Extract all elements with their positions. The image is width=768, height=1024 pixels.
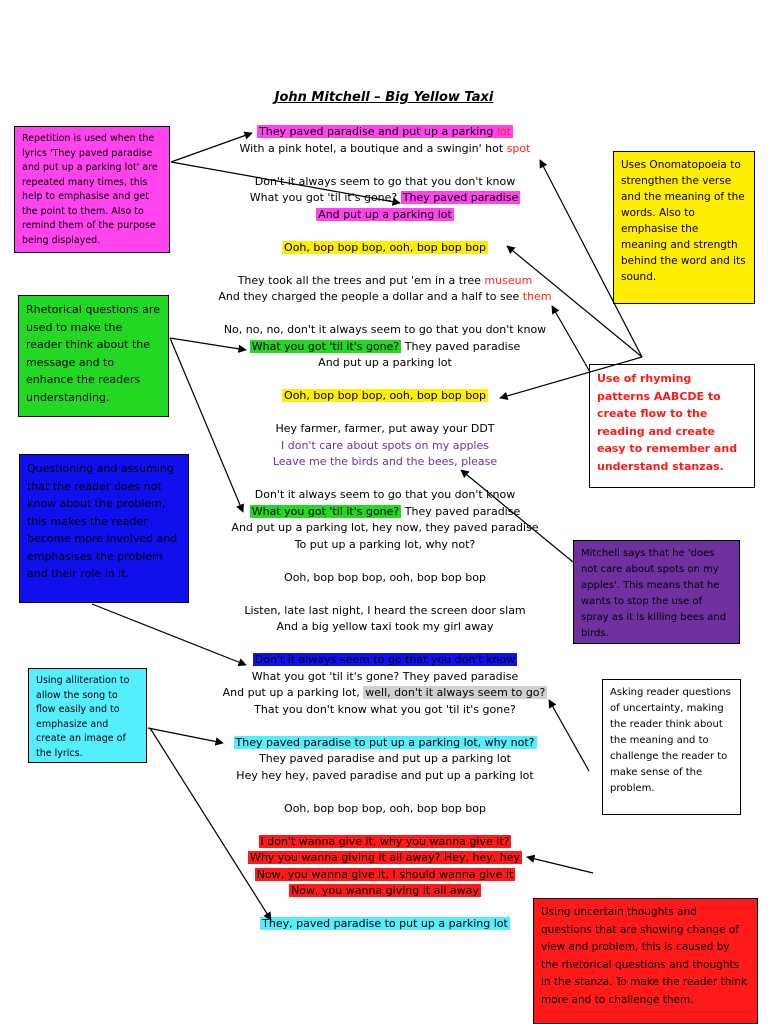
lyric-line: What you got 'til it's gone? They paved …	[249, 191, 521, 204]
arrow-onomatopoeia-1	[506, 245, 643, 358]
lyric-line: Hey farmer, farmer, put away your DDT	[275, 422, 495, 435]
lyric-line: What you got 'til it's gone? They paved …	[251, 669, 519, 683]
lyric-line: And they charged the people a dollar and…	[218, 290, 552, 303]
lyric-line: And put up a parking lot	[316, 207, 454, 221]
lyric-line: Don't it always seem to go that you don'…	[254, 488, 516, 501]
lyric-line: They paved paradise to put up a parking …	[233, 735, 537, 749]
note-rhyming-patterns: Use of rhyming patterns AABCDE to create…	[589, 364, 755, 488]
lyric-line: They, paved paradise to put up a parking…	[260, 917, 510, 930]
lyric-line: Now, you wanna giving it all away	[289, 884, 481, 897]
lyric-line: They paved paradise and put up a parking…	[259, 752, 511, 765]
lyric-line: They paved paradise and put up a parking…	[257, 125, 513, 138]
note-alliteration: Using alliteration to allow the song to …	[28, 668, 147, 763]
document-title: John Mitchell – Big Yellow Taxi	[274, 90, 494, 105]
note-questioning: Questioning and assuming that the reader…	[19, 454, 189, 603]
note-onomatopoeia: Uses Onomatopoeia to strengthen the vers…	[613, 151, 755, 304]
lyric-line: No, no, no, don't it always seem to go t…	[223, 323, 547, 336]
lyric-line: Listen, late last night, I heard the scr…	[244, 603, 526, 617]
lyric-line: I don't care about spots on my apples	[281, 438, 489, 452]
lyric-line: Don't it always seem to go that you don'…	[254, 174, 516, 188]
lyric-line: And a big yellow taxi took my girl away	[276, 620, 494, 633]
arrow-alliteration-2	[149, 727, 272, 921]
note-mitchell-apples: Mitchell says that he 'does not care abo…	[573, 540, 740, 644]
lyric-line: They took all the trees and put 'em in a…	[237, 273, 533, 287]
arrow-questioning	[91, 603, 247, 667]
lyric-line: And put up a parking lot	[318, 356, 452, 369]
note-uncertain-thoughts: Using uncertain thoughts and questions t…	[533, 898, 758, 1024]
arrow-rhetorical-1	[169, 337, 247, 353]
lyric-line: Hey hey hey, paved paradise and put up a…	[236, 768, 534, 782]
lyric-line: That you don't know what you got 'til it…	[254, 702, 516, 716]
arrow-repetition-2	[170, 161, 401, 206]
lyric-line: And put up a parking lot, well, don't it…	[222, 686, 548, 699]
lyric-line: Ooh, bop bop bop, ooh, bop bop bop	[284, 570, 486, 584]
lyric-line: Don't it always seem to go that you don'…	[252, 653, 518, 666]
lyric-line: Leave me the birds and the bees, please	[272, 455, 498, 468]
arrow-alliteration-1	[147, 727, 224, 746]
lyric-line: Ooh, bop bop bop, ooh, bop bop bop	[284, 801, 486, 815]
lyric-line: With a pink hotel, a boutique and a swin…	[239, 141, 531, 155]
lyric-line: And put up a parking lot, hey now, they …	[231, 521, 539, 534]
lyric-line: Ooh, bop bop bop, ooh, bop bop bop	[282, 240, 488, 254]
arrow-uncertain	[526, 854, 594, 874]
lyric-line: I don't wanna give it, why you wanna giv…	[258, 834, 512, 848]
lyric-line: Ooh, bop bop bop, ooh, bop bop bop	[282, 389, 488, 402]
arrow-repetition-1	[170, 131, 253, 163]
arrow-rhyming-2	[551, 305, 591, 373]
arrow-rhetorical-2	[169, 337, 244, 513]
arrow-mitchell	[460, 469, 574, 563]
note-rhetorical-questions: Rhetorical questions are used to make th…	[18, 295, 169, 417]
note-repetition: Repetition is used when the lyrics 'They…	[14, 126, 170, 253]
lyric-line: Why you wanna giving it all away? Hey, h…	[247, 851, 523, 864]
lyric-line: To put up a parking lot, why not?	[294, 537, 476, 551]
arrow-asking	[548, 699, 590, 772]
arrow-onomatopoeia-2	[499, 356, 643, 400]
note-asking-reader: Asking reader questions of uncertainty, …	[602, 679, 741, 815]
lyric-line: What you got 'til it's gone? They paved …	[249, 339, 521, 353]
lyric-line: Now, you wanna give it, I should wanna g…	[254, 867, 516, 881]
lyric-line: What you got 'til it's gone? They paved …	[249, 504, 521, 518]
arrow-rhyming-1	[539, 159, 643, 358]
lyrics: They paved paradise and put up a parking…	[200, 124, 570, 933]
